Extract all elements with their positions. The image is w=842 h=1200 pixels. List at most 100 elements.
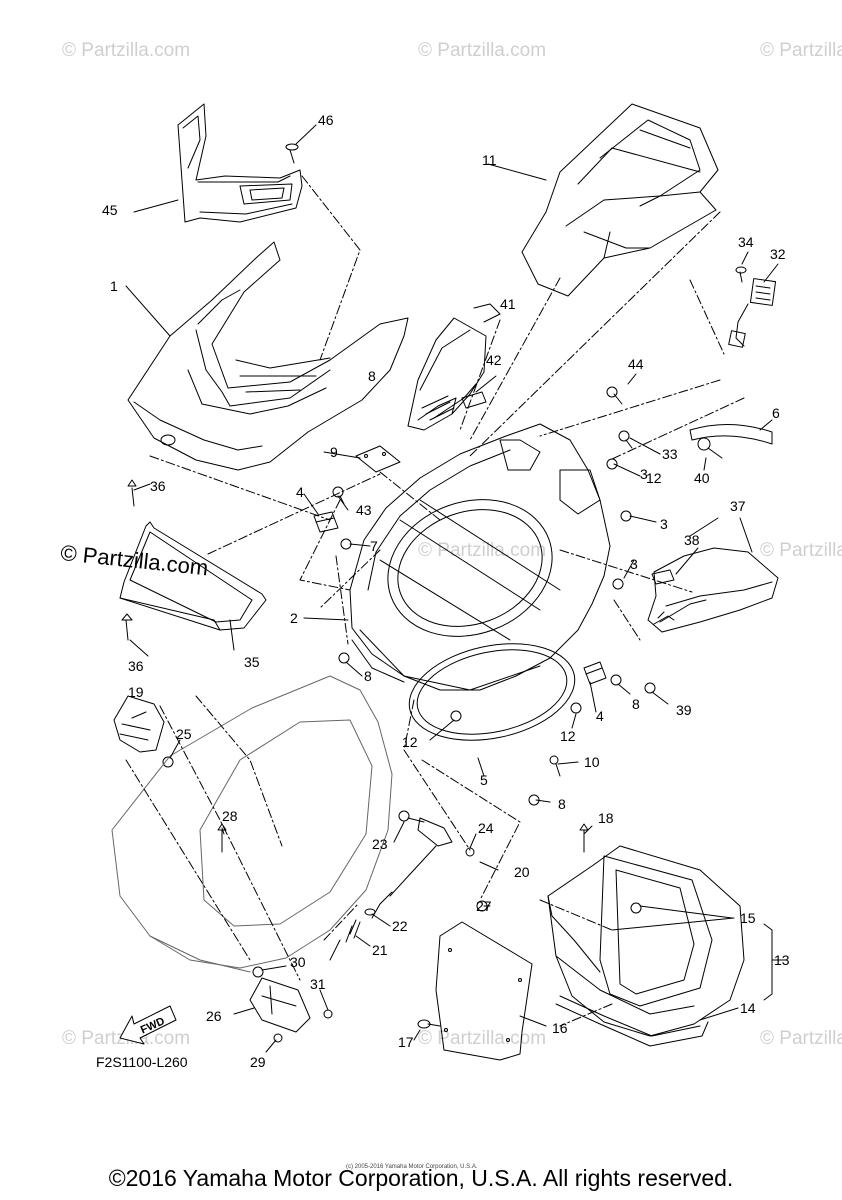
callout-15: 15	[740, 910, 756, 926]
callout-2: 2	[290, 610, 298, 626]
callout-8: 8	[364, 668, 372, 684]
part-38-tab	[651, 569, 675, 585]
callout-5: 5	[480, 772, 488, 788]
callout-19: 19	[128, 684, 144, 700]
callout-3: 3	[640, 466, 648, 482]
diagram-code: F2S1100-L260	[96, 1054, 188, 1070]
watermark: © Partzilla.com	[418, 1028, 547, 1049]
watermark: © Partzilla.com	[760, 1028, 842, 1049]
part-25-bolt	[162, 756, 174, 768]
callout-41: 41	[500, 296, 516, 312]
callout-27: 27	[476, 898, 492, 914]
part-1-upper-deck-cover	[127, 241, 409, 471]
callout-42: 42	[486, 352, 502, 368]
fine-print: (c) 2005-2016 Yamaha Motor Corporation, …	[346, 1164, 478, 1170]
footer-copyright: ©2016 Yamaha Motor Corporation, U.S.A. A…	[108, 1165, 734, 1191]
callout-29: 29	[250, 1054, 266, 1070]
callout-40: 40	[694, 470, 710, 486]
callout-30: 30	[290, 954, 306, 970]
part-30-bolt	[252, 966, 264, 978]
part-40-bolt	[697, 437, 723, 459]
fwd-arrow-icon: FWD	[119, 1005, 177, 1045]
callout-43: 43	[356, 502, 372, 518]
part-16-panel	[435, 921, 533, 1061]
part-17-screw	[417, 1019, 441, 1029]
callout-38: 38	[684, 532, 700, 548]
seat-outline	[111, 675, 393, 973]
watermark: © Partzilla.com	[62, 40, 191, 61]
callout-8: 8	[558, 796, 566, 812]
callout-23: 23	[372, 836, 388, 852]
watermark: © Partzilla.com	[760, 540, 842, 561]
callout-36: 36	[150, 478, 166, 494]
part-26-hinge	[249, 977, 311, 1033]
part-31-nut	[323, 1009, 333, 1019]
part-5-ring	[408, 643, 576, 741]
part-9-plate	[355, 445, 401, 473]
part-15-bolt	[630, 902, 642, 914]
fasteners	[332, 386, 656, 806]
callout-9: 9	[330, 444, 338, 460]
part-13-storage-bin	[547, 845, 745, 1037]
callout-4: 4	[596, 708, 604, 724]
callout-16: 16	[552, 1020, 568, 1036]
callout-17: 17	[398, 1034, 414, 1050]
leader-lines	[125, 124, 787, 1053]
part-45-top-cover	[177, 103, 303, 223]
part-2-main-frame	[349, 423, 611, 691]
callout-14: 14	[740, 1000, 756, 1016]
part-37-side-cover	[647, 547, 779, 633]
callout-25: 25	[176, 726, 192, 742]
part-19-latch	[113, 695, 165, 753]
callout-13: 13	[774, 952, 790, 968]
callout-3: 3	[660, 516, 668, 532]
callout-24: 24	[478, 820, 494, 836]
callout-26: 26	[206, 1008, 222, 1024]
callout-44: 44	[628, 356, 644, 372]
callout-21: 21	[372, 942, 388, 958]
part-41-side-panel	[407, 317, 487, 431]
part-4-clip-right	[583, 661, 607, 685]
callout-35: 35	[244, 654, 260, 670]
part-36-pin-bottom	[121, 613, 133, 641]
callout-36: 36	[128, 658, 144, 674]
part-18-pin	[579, 823, 589, 853]
part-20-bracket	[417, 817, 453, 847]
part-23-bolt	[398, 810, 425, 823]
part-36-pin-top	[127, 479, 137, 507]
part-35-guard	[119, 521, 267, 631]
watermark: © Partzilla.com	[418, 40, 547, 61]
part-42-clip	[461, 391, 487, 409]
callout-4: 4	[296, 484, 304, 500]
callout-18: 18	[598, 810, 614, 826]
callout-7: 7	[370, 538, 378, 554]
callout-11: 11	[482, 152, 497, 168]
part-6-strip	[689, 424, 773, 445]
assembly-reference-lines	[125, 175, 745, 1027]
callout-10: 10	[584, 754, 600, 770]
part-4-clip-left	[313, 511, 339, 533]
watermark: © Partzilla.com	[760, 40, 842, 61]
callout-34: 34	[738, 234, 754, 250]
part-22-clip	[364, 908, 376, 916]
callout-37: 37	[730, 498, 746, 514]
callout-46: 46	[318, 112, 334, 128]
watermark: © Partzilla.com	[418, 540, 547, 561]
callout-3: 3	[630, 556, 638, 572]
part-29-bolt	[273, 1033, 283, 1043]
callout-32: 32	[770, 246, 786, 262]
part-46-screw	[285, 143, 299, 164]
callout-45: 45	[102, 202, 118, 218]
part-14-trim	[555, 995, 709, 1047]
callout-12: 12	[560, 728, 576, 744]
callout-28: 28	[222, 808, 238, 824]
callout-33: 33	[662, 446, 678, 462]
callout-12: 12	[402, 734, 418, 750]
callout-6: 6	[772, 405, 780, 421]
callout-22: 22	[392, 918, 408, 934]
callout-1: 1	[110, 278, 118, 294]
callout-12: 12	[646, 470, 662, 486]
callout-9: 8	[368, 368, 376, 384]
